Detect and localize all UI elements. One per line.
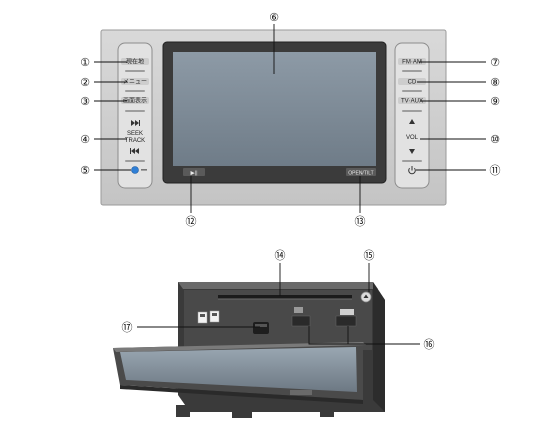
- callout-3: ③: [80, 95, 90, 108]
- eject-icon: [363, 294, 369, 298]
- mount-tab: [320, 405, 334, 417]
- triangle-down-icon[interactable]: [409, 149, 415, 154]
- back-callouts: ⑭ ⑮ ⑰ ⑯: [122, 249, 435, 351]
- sd-card-slot[interactable]: [253, 322, 269, 334]
- small-label-mark: [141, 169, 147, 171]
- unit-inner-face: [184, 290, 372, 350]
- mount-tab: [176, 405, 190, 417]
- callout-11: ⑪: [490, 164, 501, 177]
- screen-display-button[interactable]: [121, 97, 149, 104]
- open-unit: [113, 282, 385, 418]
- tv-aux-label: TV·AUX: [401, 99, 423, 105]
- callout-5: ⑤: [80, 164, 90, 177]
- divider: [125, 160, 145, 162]
- power-icon[interactable]: [408, 166, 416, 175]
- front-panel: ▶|| OPEN/TILT 現在地 メニュー 画面表示 SEEK TRACK: [100, 29, 447, 206]
- front-leader-lines: [94, 24, 486, 213]
- callout-8: ⑧: [490, 76, 500, 89]
- mount-tab: [232, 406, 252, 418]
- callout-14: ⑭: [275, 249, 286, 262]
- track-label: TRACK: [125, 138, 145, 144]
- right-buttons: FM·AM CD TV·AUX VOL: [398, 58, 426, 175]
- disc-slot-lip: [218, 298, 352, 300]
- divider: [402, 90, 422, 92]
- tilt-panel-top-edge: [113, 342, 366, 352]
- divider: [125, 110, 145, 112]
- callout-13: ⑬: [355, 215, 366, 228]
- display-screen[interactable]: [173, 52, 376, 166]
- tilted-screen[interactable]: [120, 347, 357, 392]
- micro-card-slot-1[interactable]: [291, 315, 311, 327]
- skip-forward-icon[interactable]: [131, 120, 140, 126]
- current-location-button[interactable]: [121, 58, 149, 65]
- screen-display-label: 画面表示: [123, 97, 147, 105]
- divider: [402, 160, 422, 162]
- callout-4: ④: [80, 133, 90, 146]
- back-leader-lines: [137, 263, 420, 345]
- cd-button[interactable]: [398, 78, 426, 85]
- seek-label: SEEK: [127, 131, 143, 137]
- micro-card-slot-2[interactable]: [335, 315, 357, 327]
- callout-2: ②: [80, 76, 90, 89]
- sd-card-icons: [197, 310, 220, 324]
- front-callouts: ① ② ③ ④ ⑤ ⑥ ⑦ ⑧ ⑨ ⑩ ⑪ ⑫ ⑬: [80, 11, 500, 228]
- divider: [402, 110, 422, 112]
- blue-circle-icon[interactable]: [131, 166, 139, 174]
- tilt-panel-bottom-edge: [120, 385, 363, 404]
- play-pause-label: ▶||: [190, 171, 197, 177]
- divider: [402, 70, 422, 72]
- menu-button[interactable]: [121, 78, 149, 85]
- unit-right-side: [373, 282, 385, 412]
- open-tilt-button[interactable]: [346, 168, 376, 176]
- left-buttons: 現在地 メニュー 画面表示 SEEK TRACK: [121, 58, 149, 174]
- callout-16: ⑯: [424, 338, 435, 351]
- fm-am-button[interactable]: [398, 58, 426, 65]
- divider: [125, 70, 145, 72]
- callout-10: ⑩: [490, 133, 500, 146]
- triangle-up-icon[interactable]: [409, 119, 415, 124]
- open-tilt-label: OPEN/TILT: [348, 171, 373, 177]
- divider: [125, 90, 145, 92]
- slot-label-mark: [294, 307, 303, 313]
- callout-9: ⑨: [490, 95, 500, 108]
- callout-6: ⑥: [269, 11, 279, 24]
- callout-15: ⑮: [364, 249, 375, 262]
- current-location-label: 現在地: [126, 58, 144, 66]
- callout-7: ⑦: [490, 56, 500, 69]
- tv-aux-button[interactable]: [398, 97, 426, 104]
- cd-label: CD: [408, 80, 417, 86]
- menu-label: メニュー: [123, 79, 147, 86]
- skip-back-icon[interactable]: [130, 148, 139, 154]
- callout-17: ⑰: [122, 321, 133, 334]
- fm-am-label: FM·AM: [402, 60, 422, 66]
- vol-label: VOL: [406, 135, 419, 141]
- sd-card-slot-inner: [255, 324, 267, 327]
- micro-sd-label: [340, 309, 354, 315]
- disc-slot[interactable]: [218, 295, 352, 299]
- callout-1: ①: [80, 56, 90, 69]
- tilt-panel-button[interactable]: [290, 390, 312, 395]
- play-pause-button[interactable]: [183, 168, 205, 176]
- callout-12: ⑫: [186, 215, 197, 228]
- unit-top-edge: [178, 282, 378, 289]
